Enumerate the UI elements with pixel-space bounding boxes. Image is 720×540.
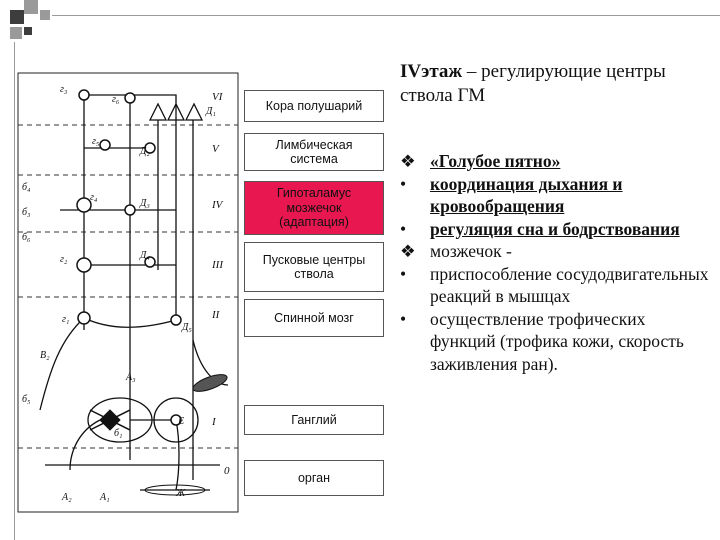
label-a1: А₁ <box>99 492 110 503</box>
roman-vi: VI <box>212 91 224 103</box>
level-brainstem-line2: ствола <box>294 267 334 281</box>
bullet-text: регуляция сна и бодрствования <box>430 218 680 239</box>
bullet-list: ❖ «Голубое пятно» • координация дыхания и к… <box>400 150 710 375</box>
level-ganglion-label: Ганглий <box>291 412 337 427</box>
level-cortex: Кора полушарий <box>244 90 384 122</box>
dot-bullet-icon: • <box>400 173 407 194</box>
label-b2: В₂ <box>40 350 50 361</box>
neuron-bodies <box>76 89 182 426</box>
level-hypothalamus-line2: мозжечок <box>286 200 342 215</box>
diagram-letter-labels: г₃ г₆ Д₁ г₅ Д₂ б₄ б₃ б₆ г₄ Д₃ г₂ Д₄ г₁ Д… <box>22 84 216 503</box>
level-brainstem-line1: Пусковые центры <box>262 252 366 267</box>
roman-0: 0 <box>224 465 230 477</box>
label-a2: А₂ <box>61 492 72 503</box>
label-zh: Ж <box>175 488 186 499</box>
muscle-shape <box>192 374 228 392</box>
decor-square-4 <box>10 27 22 39</box>
roman-iii: III <box>211 259 224 271</box>
label-g4: г₄ <box>90 192 98 203</box>
bullet-item: • координация дыхания и кровообращения <box>400 173 710 218</box>
bullet-item: • осуществление трофических функций (троф… <box>400 308 710 376</box>
label-b4: б₄ <box>22 182 31 193</box>
neural-paths <box>39 94 229 491</box>
label-g2: г₂ <box>60 254 68 265</box>
bullet-item: • приспособление сосудодвигательных реакц… <box>400 263 710 308</box>
roman-i: I <box>211 416 217 428</box>
label-g5: г₅ <box>92 136 100 147</box>
label-g3: г₃ <box>60 84 68 95</box>
roman-ii: II <box>211 309 221 321</box>
level-hypothalamus-line1: Гипоталамус <box>276 186 352 201</box>
level-hypothalamus-line3: (адаптация) <box>279 215 349 230</box>
title-bold: IVэтаж <box>400 61 463 82</box>
bullet-text: приспособление сосудодвигательных реакци… <box>430 263 709 307</box>
ganglion-cell <box>89 409 131 431</box>
level-separators <box>18 124 238 449</box>
bullet-item: ❖ «Голубое пятно» <box>400 150 710 173</box>
label-d2: Д₂ <box>139 146 150 157</box>
bullet-item: • регуляция сна и бодрствования <box>400 218 710 241</box>
label-d3: Д₃ <box>139 198 150 209</box>
level-organ-label: орган <box>297 470 331 485</box>
slide-title: IVэтаж – регулирующие центры ствола ГМ <box>400 60 710 108</box>
level-limbic-line2: система <box>290 152 338 166</box>
level-limbic: Лимбическая система <box>244 133 384 171</box>
level-spinal: Спинной мозг <box>244 299 384 337</box>
decor-square-2 <box>24 0 38 14</box>
title-rest: – регулирующие центры ствола ГМ <box>400 61 666 106</box>
organ-shape <box>144 484 206 496</box>
decor-square-1 <box>10 10 24 24</box>
decor-square-3 <box>40 10 50 20</box>
bullet-text: координация дыхания и кровообращения <box>430 173 623 217</box>
level-brainstem: Пусковые центры ствола <box>244 242 384 292</box>
label-b3: б₃ <box>22 207 31 218</box>
label-a3: А₃ <box>125 372 136 383</box>
level-hypothalamus: Гипоталамус мозжечок (адаптация) <box>244 181 384 235</box>
roman-level-labels: VI V IV III II I 0 <box>211 91 230 477</box>
label-b1: б₁ <box>114 428 123 439</box>
roman-iv: IV <box>211 199 224 211</box>
diamond-bullet-icon: ❖ <box>400 241 416 261</box>
label-g6: г₆ <box>112 94 120 105</box>
diamond-bullet-icon: ❖ <box>400 151 416 171</box>
label-e: Е <box>177 416 184 427</box>
diagram-frame <box>17 72 239 513</box>
decor-line-v <box>14 42 15 540</box>
level-ganglion: Ганглий <box>244 405 384 435</box>
bullet-text: мозжечок - <box>430 241 512 261</box>
label-g1: г₁ <box>62 314 69 325</box>
level-cortex-label: Кора полушарий <box>265 98 363 113</box>
label-d5: Д₅ <box>181 322 192 333</box>
label-d4: Д₄ <box>139 250 150 261</box>
level-organ: орган <box>244 460 384 496</box>
dot-bullet-icon: • <box>400 308 407 329</box>
decor-line-h <box>52 15 720 16</box>
bullet-text: осуществление трофических функций (трофи… <box>430 308 684 374</box>
level-spinal-label: Спинной мозг <box>274 310 354 325</box>
label-d1: Д₁ <box>205 106 216 117</box>
label-b6: б₆ <box>22 232 31 243</box>
level-limbic-line1: Лимбическая <box>275 137 353 152</box>
dot-bullet-icon: • <box>400 218 407 239</box>
label-b5: б₅ <box>22 394 31 405</box>
dot-bullet-icon: • <box>400 263 407 284</box>
bullet-item: ❖ мозжечок - <box>400 240 710 263</box>
decor-square-5 <box>24 27 32 35</box>
roman-v: V <box>212 143 220 155</box>
bullet-text: «Голубое пятно» <box>430 151 561 171</box>
